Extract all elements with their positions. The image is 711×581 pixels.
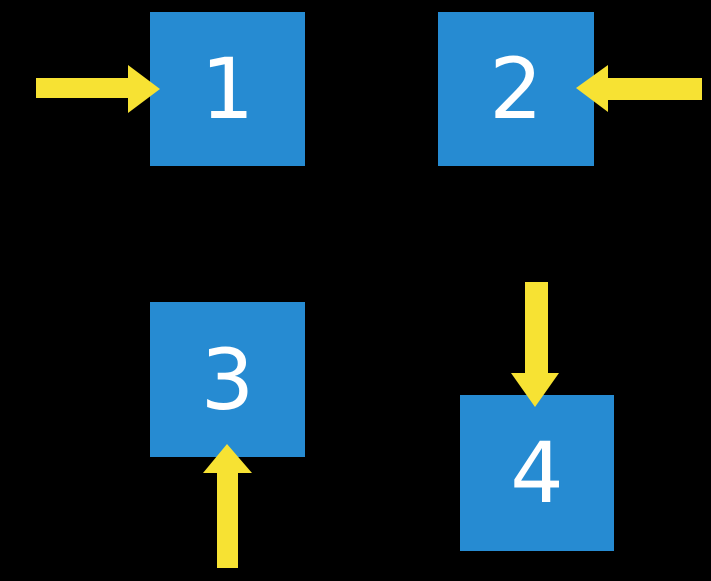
- arrow-left-icon: [576, 65, 702, 112]
- numbered-box-2: 2: [438, 12, 594, 166]
- numbered-box-1: 1: [150, 12, 305, 166]
- box-1-label: 1: [200, 40, 255, 138]
- numbered-box-4: 4: [460, 395, 614, 551]
- box-2-label: 2: [489, 40, 543, 138]
- arrow-right-icon: [36, 65, 160, 113]
- arrow-down-icon: [511, 282, 559, 407]
- box-3-label: 3: [200, 330, 255, 429]
- box-4-label: 4: [510, 424, 564, 522]
- numbered-box-3: 3: [150, 302, 305, 457]
- arrow-up-icon: [203, 444, 252, 568]
